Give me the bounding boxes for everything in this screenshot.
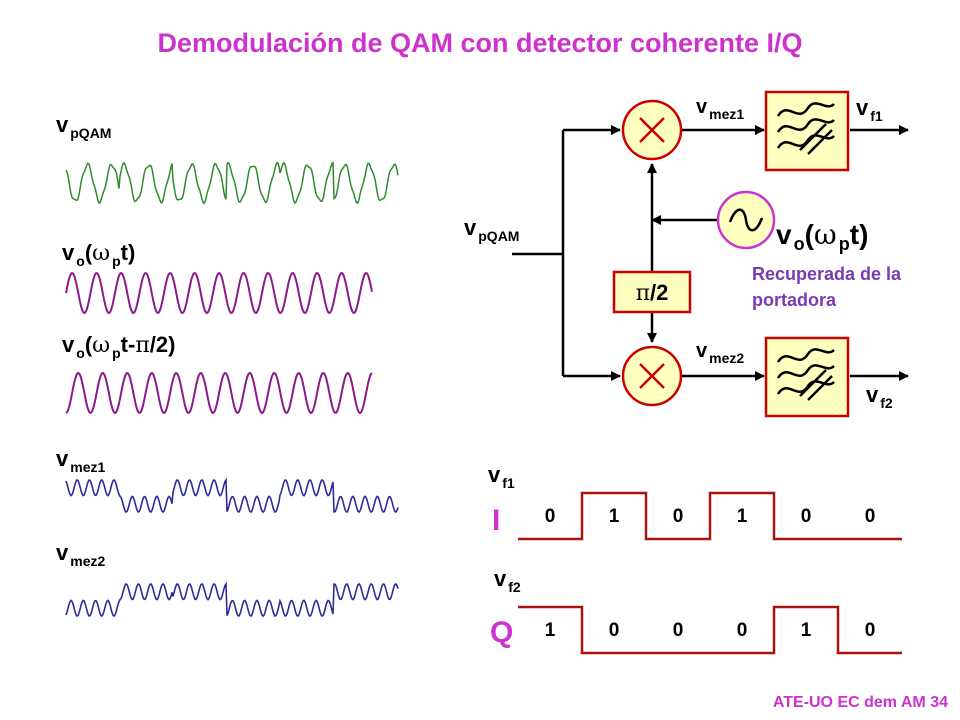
bit-label: 0 <box>737 620 748 641</box>
phase-shifter-block: π/2 <box>612 270 692 314</box>
bit-stream-line <box>518 605 902 655</box>
bit-label: 0 <box>865 620 876 641</box>
block-diagram-wiring <box>512 125 909 381</box>
bit-label: 0 <box>865 506 876 527</box>
mixer-1 <box>621 99 683 161</box>
sine-icon <box>728 208 764 232</box>
carrier-waveform <box>65 271 373 315</box>
carrier-shift-waveform <box>65 371 373 415</box>
lowpass-filter-2 <box>764 336 850 418</box>
q-channel-letter: Q <box>490 616 514 649</box>
bit-label: 0 <box>673 506 684 527</box>
vmez2-waveform <box>65 581 399 618</box>
bit-label: 0 <box>801 506 812 527</box>
bit-label: 1 <box>801 620 812 641</box>
carrier-recovery-text: Recuperada de la portadora <box>752 264 902 310</box>
bit-label: 1 <box>609 506 620 527</box>
bit-label: 1 <box>545 620 556 641</box>
bit-stream-line <box>518 491 902 541</box>
mixer-2 <box>621 345 683 407</box>
lowpass-filter-1 <box>764 90 850 172</box>
oscillator <box>716 190 776 250</box>
svg-text:π/2: π/2 <box>636 280 669 306</box>
q-channel-digital: 1 0 0 0 1 0 <box>518 605 902 655</box>
slide-footer: ATE-UO EC dem AM 34 <box>772 694 948 711</box>
bit-label: 0 <box>609 620 620 641</box>
bit-label: 0 <box>673 620 684 641</box>
bit-label: 0 <box>545 506 556 527</box>
vpqam-waveform <box>65 161 399 205</box>
filter-icon <box>776 102 835 155</box>
vmez1-waveform <box>65 477 399 514</box>
i-channel-letter: I <box>492 504 501 537</box>
bit-label: 1 <box>737 506 748 527</box>
filter-icon <box>776 348 835 401</box>
slide-title: Demodulación de QAM con detector coheren… <box>157 28 803 58</box>
i-channel-digital: 0 1 0 1 0 0 <box>518 491 902 541</box>
